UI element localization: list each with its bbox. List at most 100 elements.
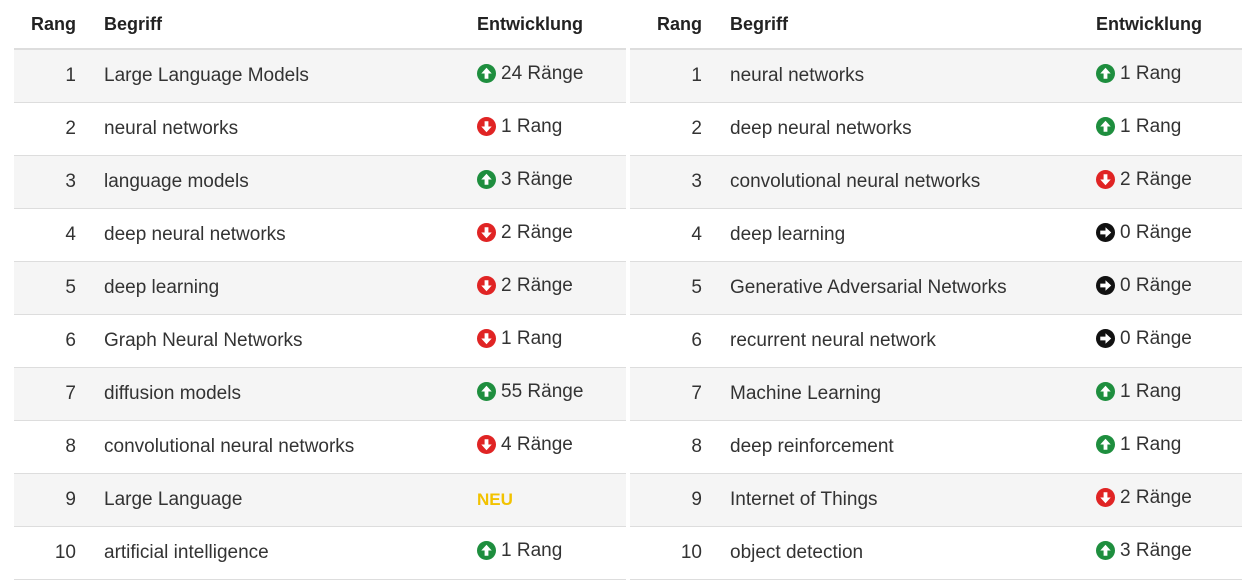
trend-indicator: 1 Rang (477, 328, 562, 350)
arrow-down-circle-icon (477, 276, 496, 296)
trend-text: 1 Rang (1120, 62, 1182, 84)
term-cell: artificial intelligence (104, 526, 477, 580)
rank-cell: 4 (14, 208, 104, 262)
trend-cell: 2 Ränge (477, 208, 626, 262)
rank-cell: 2 (14, 102, 104, 156)
trend-text: 0 Ränge (1120, 221, 1192, 243)
rank-cell: 4 (630, 208, 730, 262)
header-term: Begriff (730, 0, 1096, 50)
rank-cell: 5 (630, 261, 730, 315)
header-term: Begriff (104, 0, 477, 50)
term-cell: Graph Neural Networks (104, 314, 477, 368)
term-cell: object detection (730, 526, 1096, 580)
rank-cell: 3 (630, 155, 730, 209)
arrow-down-circle-icon (477, 329, 496, 349)
trend-text: 1 Rang (501, 327, 563, 349)
trend-indicator: 1 Rang (1096, 63, 1181, 85)
term-cell: Large Language Models (104, 49, 477, 103)
trend-indicator: 3 Ränge (1096, 540, 1192, 562)
trend-cell: 0 Ränge (1096, 208, 1242, 262)
trend-indicator: 55 Ränge (477, 381, 583, 403)
trend-text: 1 Rang (501, 539, 563, 561)
trend-indicator: 2 Ränge (477, 275, 573, 297)
trend-cell: 24 Ränge (477, 49, 626, 103)
arrow-right-circle-icon (1096, 276, 1115, 296)
trend-text: 2 Ränge (1120, 168, 1192, 190)
trend-indicator: 1 Rang (1096, 116, 1181, 138)
trend-text: 4 Ränge (501, 433, 573, 455)
rank-cell: 9 (630, 473, 730, 527)
rank-cell: 9 (14, 473, 104, 527)
trend-cell: 2 Ränge (1096, 473, 1242, 527)
rank-cell: 3 (14, 155, 104, 209)
rank-cell: 6 (630, 314, 730, 368)
term-cell: neural networks (730, 49, 1096, 103)
trend-cell: 3 Ränge (477, 155, 626, 209)
term-cell: deep neural networks (730, 102, 1096, 156)
rank-cell: 8 (630, 420, 730, 474)
trend-indicator: 1 Rang (477, 540, 562, 562)
table-header: Rang Begriff Entwicklung (14, 0, 626, 50)
header-row: Rang Begriff Entwicklung (14, 0, 626, 50)
term-cell: deep reinforcement (730, 420, 1096, 474)
arrow-down-circle-icon (1096, 170, 1115, 190)
arrow-down-circle-icon (1096, 488, 1115, 508)
trend-cell: 4 Ränge (477, 420, 626, 474)
trend-text: 1 Rang (501, 115, 563, 137)
arrow-up-circle-icon (1096, 117, 1115, 137)
arrow-up-circle-icon (477, 64, 496, 84)
rank-cell: 2 (630, 102, 730, 156)
trend-text: 55 Ränge (501, 380, 584, 402)
trend-indicator: 2 Ränge (477, 222, 573, 244)
header-rank: Rang (14, 0, 104, 50)
arrow-right-circle-icon (1096, 223, 1115, 243)
trend-text: 1 Rang (1120, 380, 1182, 402)
arrow-down-circle-icon (477, 223, 496, 243)
rank-cell: 8 (14, 420, 104, 474)
trend-cell: 1 Rang (477, 526, 626, 580)
term-cell: convolutional neural networks (730, 155, 1096, 209)
trend-cell: 3 Ränge (1096, 526, 1242, 580)
rank-cell: 7 (630, 367, 730, 421)
header-row: Rang Begriff Entwicklung (630, 0, 1242, 50)
trend-indicator: 2 Ränge (1096, 487, 1192, 509)
term-cell: neural networks (104, 102, 477, 156)
arrow-up-circle-icon (1096, 541, 1115, 561)
arrow-up-circle-icon (477, 541, 496, 561)
trend-cell: 0 Ränge (1096, 261, 1242, 315)
arrow-up-circle-icon (477, 382, 496, 402)
header-trend: Entwicklung (477, 0, 626, 50)
arrow-up-circle-icon (477, 170, 496, 190)
trend-text: 0 Ränge (1120, 274, 1192, 296)
trend-cell: NEU (477, 473, 626, 527)
trend-text: 1 Rang (1120, 433, 1182, 455)
table-header: Rang Begriff Entwicklung (630, 0, 1242, 50)
trend-cell: 2 Ränge (477, 261, 626, 315)
term-cell: language models (104, 155, 477, 209)
trend-text: 3 Ränge (1120, 539, 1192, 561)
trend-cell: 2 Ränge (1096, 155, 1242, 209)
trend-indicator: 0 Ränge (1096, 222, 1192, 244)
trend-indicator: 1 Rang (1096, 381, 1181, 403)
trend-cell: 1 Rang (1096, 420, 1242, 474)
term-cell: deep neural networks (104, 208, 477, 262)
trend-indicator: 1 Rang (1096, 434, 1181, 456)
trend-indicator: 24 Ränge (477, 63, 583, 85)
